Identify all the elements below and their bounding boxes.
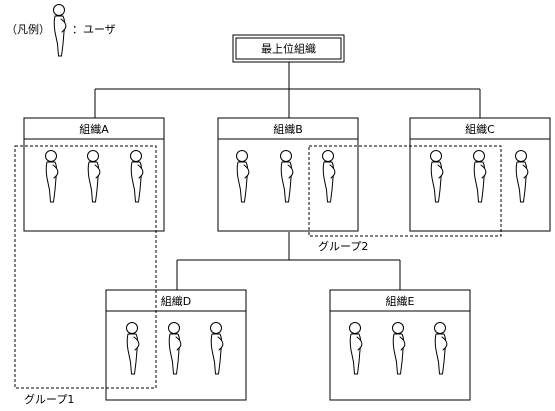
legend-label: ：ユーザ [72,23,116,36]
top-org-box: 最上位組織 [232,34,345,63]
org-e-label: 組織E [386,295,415,308]
user-icon [53,4,67,57]
top-org-label: 最上位組織 [261,42,316,56]
group-1-label: グループ1 [24,392,74,406]
group-2-outline: グループ2 [308,145,502,253]
connector-lines [94,62,481,290]
org-b-label: 組織B [273,123,303,136]
org-a-label: 組織A [79,123,109,136]
legend: （凡例） ：ユーザ [6,4,116,57]
org-a-box: 組織A [23,117,165,232]
org-c-label: 組織C [465,123,495,136]
group-1-outline: グループ1 [14,145,157,406]
legend-prefix: （凡例） [6,22,50,36]
org-c-box: 組織C [409,117,551,232]
org-b-box: 組織B [217,117,359,232]
org-d-label: 組織D [161,295,191,308]
org-e-box: 組織E [329,289,471,401]
group-2-label: グループ2 [318,239,368,253]
org-d-box: 組織D [105,289,247,401]
